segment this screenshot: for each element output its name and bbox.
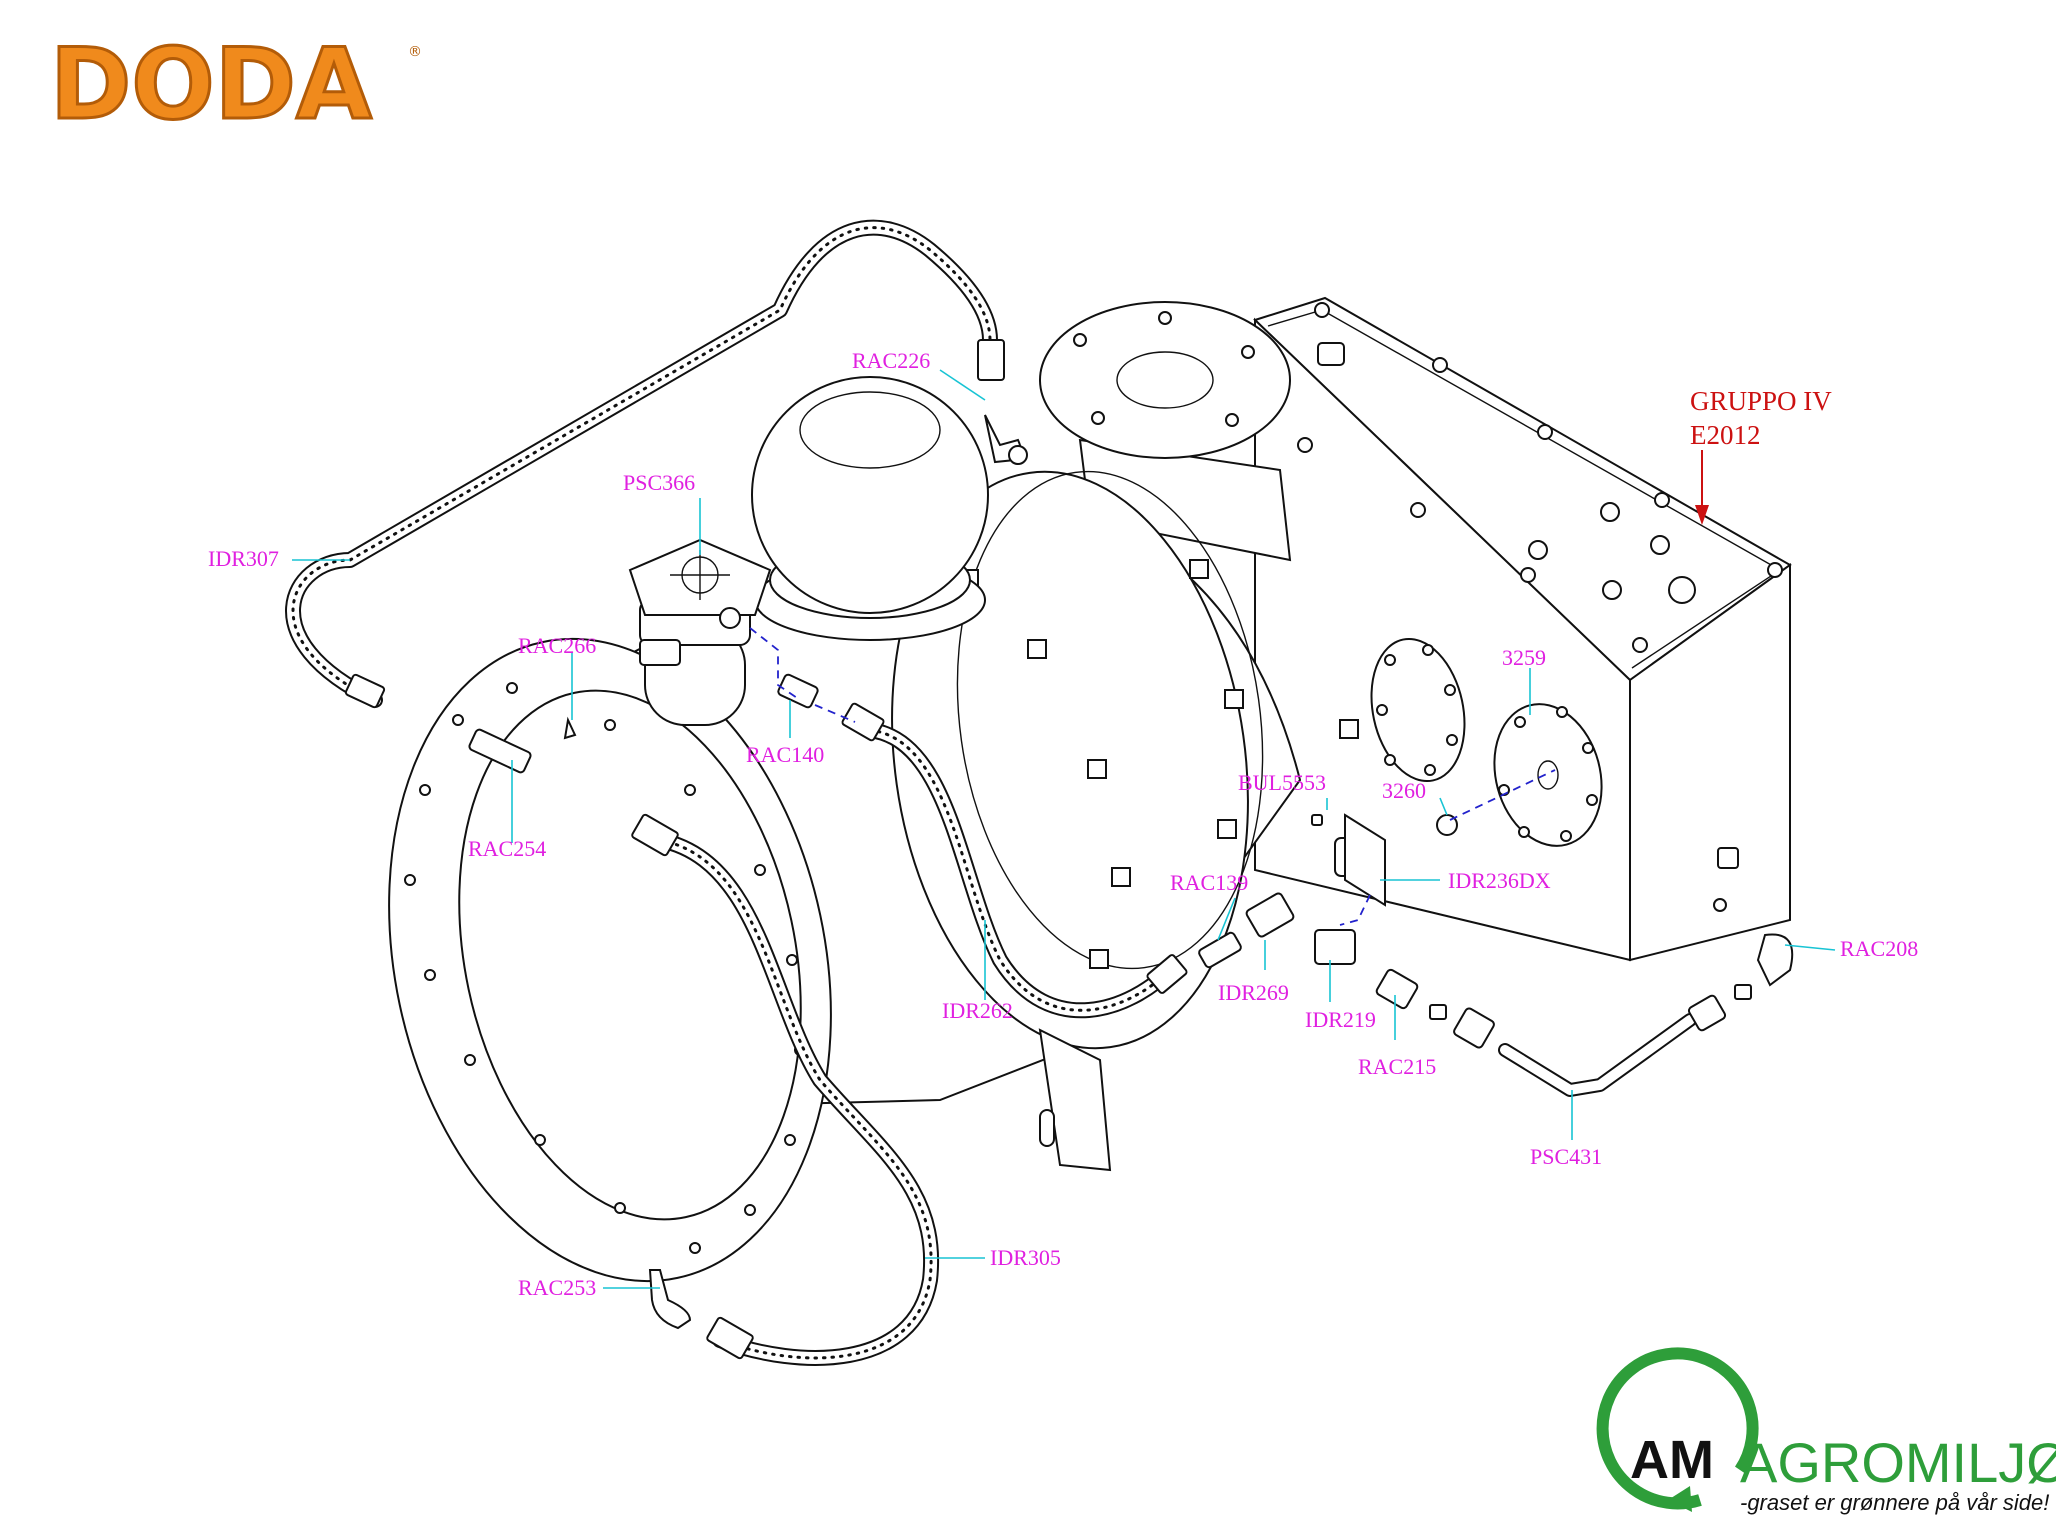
pump-outlet-flange bbox=[1039, 301, 1292, 562]
label-idr219: IDR219 bbox=[1305, 1007, 1376, 1032]
group-label-line2: E2012 bbox=[1690, 420, 1761, 450]
front-flange-ring bbox=[388, 637, 832, 1283]
label-rac139: RAC139 bbox=[1170, 870, 1248, 895]
label-rac208: RAC208 bbox=[1840, 936, 1918, 961]
label-psc366: PSC366 bbox=[623, 470, 695, 495]
label-3259: 3259 bbox=[1502, 645, 1546, 670]
label-rac254: RAC254 bbox=[468, 836, 546, 861]
label-rac226: RAC226 bbox=[852, 348, 930, 373]
hose-idr262 bbox=[841, 702, 1188, 1019]
doda-logo: DODA ® bbox=[49, 27, 423, 144]
doda-registered-mark: ® bbox=[408, 44, 422, 60]
hose-idr305 bbox=[631, 813, 940, 1366]
agromiljo-name: AGROMILJØ bbox=[1740, 1431, 2056, 1494]
cover-plate-3259 bbox=[1493, 703, 1603, 847]
doda-logo-text: DODA bbox=[50, 28, 372, 142]
hose-idr307 bbox=[285, 219, 1005, 709]
label-rac215: RAC215 bbox=[1358, 1054, 1436, 1079]
fittings bbox=[468, 414, 1794, 1330]
label-idr269: IDR269 bbox=[1218, 980, 1289, 1005]
agromiljo-tagline: -graset er grønnere på vår side! bbox=[1740, 1490, 2049, 1515]
pipe-psc431 bbox=[1498, 1013, 1697, 1097]
label-psc431: PSC431 bbox=[1530, 1144, 1602, 1169]
agromiljo-initials: AM bbox=[1630, 1430, 1714, 1490]
label-3260: 3260 bbox=[1382, 778, 1426, 803]
label-idr307: IDR307 bbox=[208, 546, 279, 571]
filter-psc366 bbox=[628, 538, 772, 726]
side-flange bbox=[1370, 637, 1466, 783]
label-bul5553: BUL5553 bbox=[1238, 770, 1326, 795]
group-arrow bbox=[1695, 450, 1709, 525]
recycle-arrow-icon bbox=[1596, 1347, 1759, 1510]
label-rac253: RAC253 bbox=[518, 1275, 596, 1300]
group-label: GRUPPO IV E2012 bbox=[1690, 386, 1832, 450]
label-rac266: RAC266 bbox=[518, 633, 596, 658]
label-idr236dx: IDR236DX bbox=[1448, 868, 1551, 893]
group-label-line1: GRUPPO IV bbox=[1690, 386, 1832, 416]
label-idr305: IDR305 bbox=[990, 1245, 1061, 1270]
leader-lines bbox=[292, 369, 1836, 1289]
pump-dome bbox=[751, 376, 989, 641]
agromiljo-logo: AM AGROMILJØ -graset er grønnere på vår … bbox=[1596, 1347, 2056, 1515]
label-rac140: RAC140 bbox=[746, 742, 824, 767]
label-idr262: IDR262 bbox=[942, 998, 1013, 1023]
gearbox-top-bolts bbox=[1297, 302, 1783, 653]
assembly-dashed-lines bbox=[749, 627, 1556, 926]
part-labels: RAC226 PSC366 IDR307 RAC266 RAC140 RAC25… bbox=[208, 348, 1918, 1300]
